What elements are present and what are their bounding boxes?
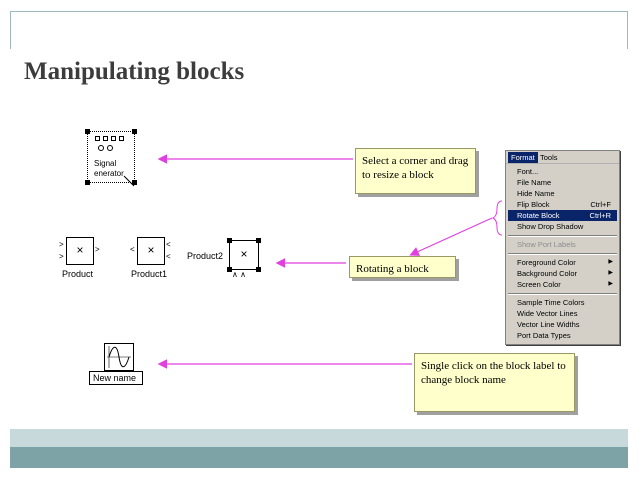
- product1-block[interactable]: ×: [137, 237, 165, 265]
- signal-generator-icon: [93, 135, 129, 155]
- multiply-icon: ×: [240, 247, 248, 261]
- menu-item-vector-line-widths[interactable]: Vector Line Widths: [517, 320, 580, 329]
- product-input-ports-icon: >>: [59, 240, 64, 261]
- menu-item-show-drop-shadow[interactable]: Show Drop Shadow: [517, 222, 584, 231]
- footer-band-light: [10, 429, 628, 447]
- menu-format[interactable]: Format: [508, 152, 538, 163]
- signal-generator-label-line1: Signal: [94, 159, 117, 168]
- resize-callout-text: Select a corner and drag to resize a blo…: [362, 155, 469, 181]
- multiply-icon: ×: [76, 243, 84, 257]
- menu-item-flip-block[interactable]: Flip Block Ctrl+F: [508, 199, 617, 210]
- menu-separator: [508, 293, 617, 295]
- menu-item-flip-block-label: Flip Block: [517, 200, 550, 209]
- menu-separator: [508, 235, 617, 237]
- signal-generator-label-line2: enerator: [94, 169, 124, 178]
- rename-callout-text: Single click on the block label to chang…: [421, 360, 566, 386]
- menu-tools[interactable]: Tools: [540, 153, 558, 162]
- menu-separator: [508, 253, 617, 255]
- menu-bar: Format Tools: [506, 151, 619, 164]
- resize-handle-top-right[interactable]: [256, 238, 261, 243]
- rename-callout: Single click on the block label to chang…: [414, 353, 575, 412]
- menu-item-screen-color-label: Screen Color: [517, 280, 561, 289]
- menu-item-rotate-block-shortcut: Ctrl+R: [589, 211, 611, 220]
- menu-to-rotate-arrow: [409, 217, 493, 256]
- resize-handle-bottom-left[interactable]: [227, 267, 232, 272]
- resize-handle-bottom-right[interactable]: [256, 267, 261, 272]
- rotate-callout: Rotating a block: [349, 256, 456, 278]
- top-border: [10, 11, 628, 12]
- rotate-callout-text: Rotating a block: [356, 263, 429, 275]
- product-label[interactable]: Product: [62, 269, 94, 279]
- new-name-text: New name: [93, 373, 137, 383]
- resize-handle-top-left[interactable]: [85, 129, 90, 134]
- menu-item-font[interactable]: Font...: [517, 167, 539, 176]
- menu-item-flip-block-shortcut: Ctrl+F: [590, 200, 611, 209]
- menu-item-show-port-labels: Show Port Labels: [517, 240, 576, 249]
- menu-item-sample-time-colors[interactable]: Sample Time Colors: [517, 298, 585, 307]
- footer-band-dark: [10, 447, 628, 468]
- product2-input-ports-icon: ∧ ∧: [232, 270, 246, 279]
- menu-item-port-data-types[interactable]: Port Data Types: [517, 331, 571, 340]
- product-block[interactable]: ×: [66, 237, 94, 265]
- submenu-arrow-icon: ▶: [608, 270, 613, 276]
- menu-item-hide-name[interactable]: Hide Name: [517, 189, 555, 198]
- product1-output-port-icon: <: [130, 245, 135, 254]
- product1-label[interactable]: Product1: [131, 269, 168, 279]
- menu-bracket: [491, 200, 503, 236]
- menu-item-screen-color[interactable]: Screen Color ▶: [508, 279, 617, 290]
- menu-item-file-name[interactable]: File Name: [517, 178, 552, 187]
- format-menu: Format Tools Font... File Name Hide Name…: [505, 150, 620, 345]
- submenu-arrow-icon: ▶: [608, 281, 613, 287]
- menu-item-rotate-block[interactable]: Rotate Block Ctrl+R: [508, 210, 617, 221]
- menu-item-wide-vector-lines[interactable]: Wide Vector Lines: [517, 309, 578, 318]
- left-border: [10, 11, 11, 49]
- submenu-arrow-icon: ▶: [608, 259, 613, 265]
- resize-handle-top-left[interactable]: [227, 238, 232, 243]
- sine-wave-block[interactable]: [104, 343, 134, 371]
- slide-title: Manipulating blocks: [24, 58, 245, 85]
- menu-item-background-color-label: Background Color: [517, 269, 578, 278]
- product2-block[interactable]: ×: [227, 238, 261, 272]
- menu-item-background-color[interactable]: Background Color ▶: [508, 268, 617, 279]
- resize-handle-bottom-right[interactable]: [132, 180, 137, 185]
- resize-callout: Select a corner and drag to resize a blo…: [355, 148, 476, 194]
- menu-item-foreground-color[interactable]: Foreground Color ▶: [508, 257, 617, 268]
- resize-handle-bottom-left[interactable]: [85, 180, 90, 185]
- right-border: [627, 11, 628, 49]
- product2-label[interactable]: Product2: [187, 251, 224, 261]
- resize-handle-top-right[interactable]: [132, 129, 137, 134]
- menu-item-foreground-color-label: Foreground Color: [517, 258, 576, 267]
- sine-wave-icon: [107, 346, 131, 368]
- product-output-port-icon: >: [95, 245, 100, 254]
- new-name-field[interactable]: New name: [89, 371, 143, 385]
- multiply-icon: ×: [147, 243, 155, 257]
- signal-generator-block[interactable]: Signal enerator: [85, 129, 137, 185]
- menu-item-rotate-block-label: Rotate Block: [517, 211, 560, 220]
- product1-input-ports-icon: <<: [166, 240, 171, 261]
